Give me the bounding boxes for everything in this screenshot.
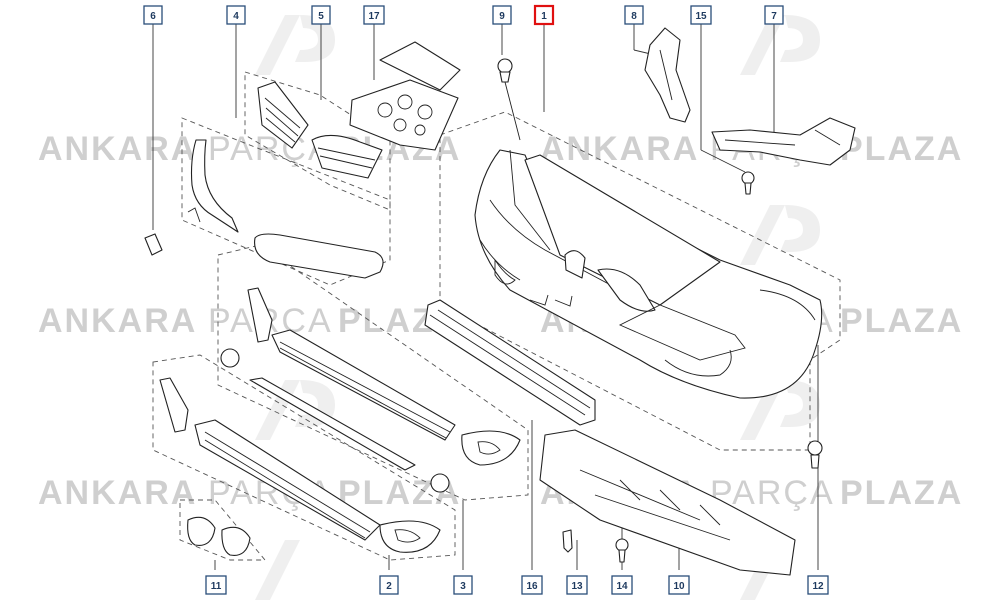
- callout-4[interactable]: 4: [226, 5, 246, 25]
- vent-grilles: [257, 81, 383, 179]
- callout-3[interactable]: 3: [453, 575, 473, 595]
- leader-lines: [152, 24, 819, 570]
- callout-label: 8: [631, 11, 637, 22]
- callout-8[interactable]: 8: [624, 5, 644, 25]
- watermark: ANKARA PARÇA PLAZA ANKARA PARÇA PLAZA AN…: [38, 15, 963, 600]
- callout-label: 17: [368, 11, 380, 22]
- callout-label: 3: [460, 581, 466, 592]
- watermark-row-3: ANKARA PARÇA PLAZA ANKARA PARÇA PLAZA: [38, 474, 963, 512]
- group-upper-grille-outline: [217, 244, 529, 501]
- fastener-screw-9: [497, 58, 521, 141]
- small-clip: [144, 233, 163, 256]
- parts: [144, 27, 856, 576]
- central-grille: [424, 299, 596, 426]
- callout-label: 6: [150, 11, 156, 22]
- callout-7[interactable]: 7: [764, 5, 784, 25]
- callout-13[interactable]: 13: [566, 575, 588, 595]
- group-side-trim-outline: [181, 117, 391, 286]
- callout-label: 16: [526, 581, 538, 592]
- leader-15b: [700, 149, 746, 173]
- lower-grille-assembly: [159, 377, 441, 553]
- group-lower-grille-outline: [152, 354, 456, 561]
- watermark-text-ankara: ANKARA: [38, 302, 197, 340]
- left-bracket: [644, 27, 691, 123]
- callout-label: 14: [616, 581, 628, 592]
- callout-label: 15: [695, 11, 707, 22]
- callout-label: 9: [499, 11, 505, 22]
- callout-17[interactable]: 17: [363, 5, 385, 25]
- underbody-panel: [539, 429, 796, 576]
- callout-6[interactable]: 6: [143, 5, 163, 25]
- front-bumper: [474, 149, 823, 399]
- watermark-text-plaza: PLAZA: [840, 474, 963, 512]
- callout-11[interactable]: 11: [205, 575, 227, 595]
- watermark-text-plaza: PLAZA: [840, 130, 963, 168]
- callout-14[interactable]: 14: [611, 575, 633, 595]
- callout-10[interactable]: 10: [668, 575, 690, 595]
- upper-grille-assembly: [220, 287, 521, 493]
- callout-label: 11: [211, 581, 222, 592]
- watermark-text-plaza: PLAZA: [840, 302, 963, 340]
- callout-label: 4: [233, 11, 239, 22]
- group-bumper-outline: [439, 111, 841, 451]
- callout-5[interactable]: 5: [311, 5, 331, 25]
- callout-label: 1: [541, 11, 547, 22]
- parts-box: [349, 41, 461, 151]
- fastener-screw-15: [741, 171, 755, 195]
- fog-lamp-covers: [187, 516, 251, 556]
- fastener-screw-12: [807, 440, 823, 469]
- watermark-text-ankara: ANKARA: [38, 130, 197, 168]
- watermark-row-2: ANKARA PARÇA PLAZA ANKARA PARÇA PLAZA: [38, 302, 963, 340]
- callout-label: 10: [673, 581, 685, 592]
- side-trim-strip: [187, 139, 384, 279]
- group-fog-lamp-outline: [179, 499, 266, 561]
- callout-label: 7: [771, 11, 777, 22]
- callout-label: 2: [386, 581, 392, 592]
- callout-2[interactable]: 2: [379, 575, 399, 595]
- push-clip-13: [562, 529, 573, 553]
- callout-16[interactable]: 16: [521, 575, 543, 595]
- callout-1[interactable]: 1: [533, 4, 555, 26]
- callout-label: 5: [318, 11, 324, 22]
- watermark-text-ankara: ANKARA: [540, 130, 699, 168]
- callout-label: 12: [812, 581, 824, 592]
- fastener-screw-14: [615, 538, 629, 563]
- callout-12[interactable]: 12: [807, 575, 829, 595]
- assembly-groups: [152, 71, 841, 561]
- callout-label: 13: [571, 581, 583, 592]
- callouts: 6 4 5 17 9 1 8 15 7 11 2 3 16 13 14 10 1…: [143, 4, 829, 595]
- right-bracket: [711, 117, 856, 166]
- watermark-text-ankara: ANKARA: [38, 474, 197, 512]
- callout-9[interactable]: 9: [492, 5, 512, 25]
- callout-15[interactable]: 15: [690, 5, 712, 25]
